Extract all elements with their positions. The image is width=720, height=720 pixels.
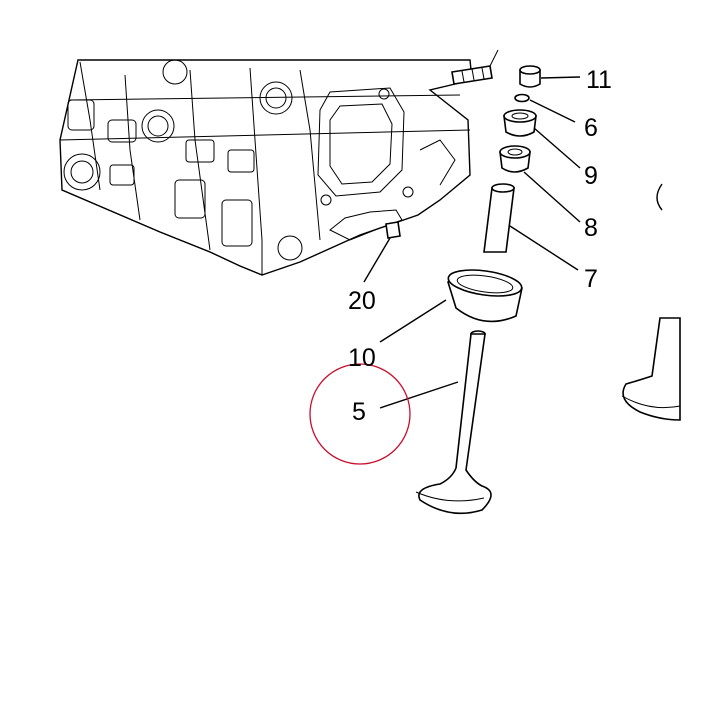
highlight-circle [309, 363, 411, 465]
part-9-retainer [503, 109, 581, 169]
part-8-seal [499, 145, 581, 223]
callout-9: 9 [584, 162, 598, 190]
callout-6: 6 [584, 114, 598, 142]
cylinder-head [59, 59, 473, 276]
part-20-plug [363, 221, 401, 283]
callout-8: 8 [584, 214, 598, 242]
second-valve-partial [621, 183, 681, 421]
part-10-seat-ring [379, 269, 523, 343]
callout-7: 7 [584, 265, 598, 293]
part-5-valve [379, 330, 492, 515]
part-6-keepers [514, 93, 576, 123]
callout-11: 11 [586, 66, 612, 94]
stud-bolt [451, 49, 499, 85]
callout-20: 20 [348, 287, 376, 315]
callout-5: 5 [352, 398, 366, 426]
part-7-guide [483, 183, 579, 271]
callout-10: 10 [348, 344, 376, 372]
part-11-cap [519, 65, 581, 88]
